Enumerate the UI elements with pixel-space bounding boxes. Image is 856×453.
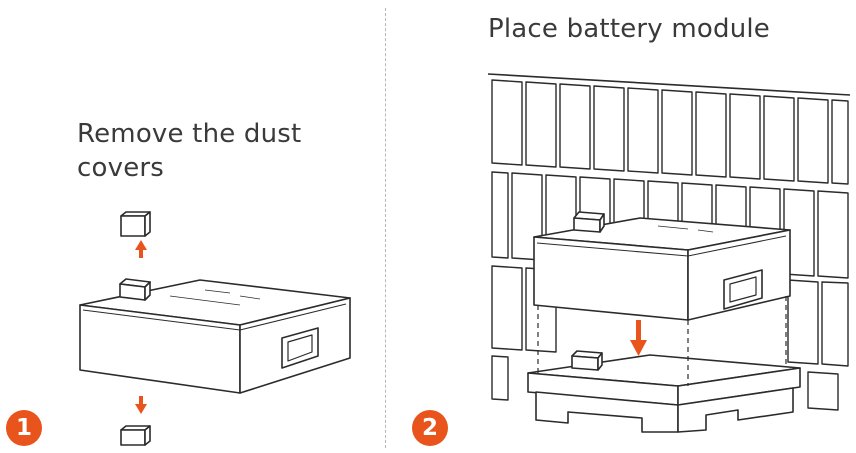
step-1-badge: 1 bbox=[6, 410, 42, 446]
panel-divider bbox=[385, 8, 386, 448]
bottom-dust-cover-icon bbox=[120, 425, 151, 446]
step-1-caption: Remove the dust covers bbox=[77, 119, 302, 183]
battery-module-icon bbox=[533, 211, 791, 321]
step-1-illustration bbox=[79, 211, 351, 446]
battery-module-icon bbox=[79, 278, 351, 394]
arrow-down-icon bbox=[135, 396, 147, 414]
step-1-panel: Remove the dust covers bbox=[0, 0, 385, 453]
step-1-arrows bbox=[135, 240, 147, 414]
step-2-caption: Place battery module bbox=[488, 14, 770, 44]
step-2-panel: Place battery module bbox=[388, 0, 856, 453]
step-2-badge: 2 bbox=[412, 410, 448, 446]
alignment-guides bbox=[537, 296, 787, 386]
top-dust-cover-icon bbox=[120, 211, 151, 237]
arrow-up-icon bbox=[135, 240, 147, 258]
arrow-down-icon bbox=[630, 320, 647, 356]
battery-base-icon bbox=[527, 350, 801, 433]
step-2-illustration bbox=[487, 73, 851, 433]
